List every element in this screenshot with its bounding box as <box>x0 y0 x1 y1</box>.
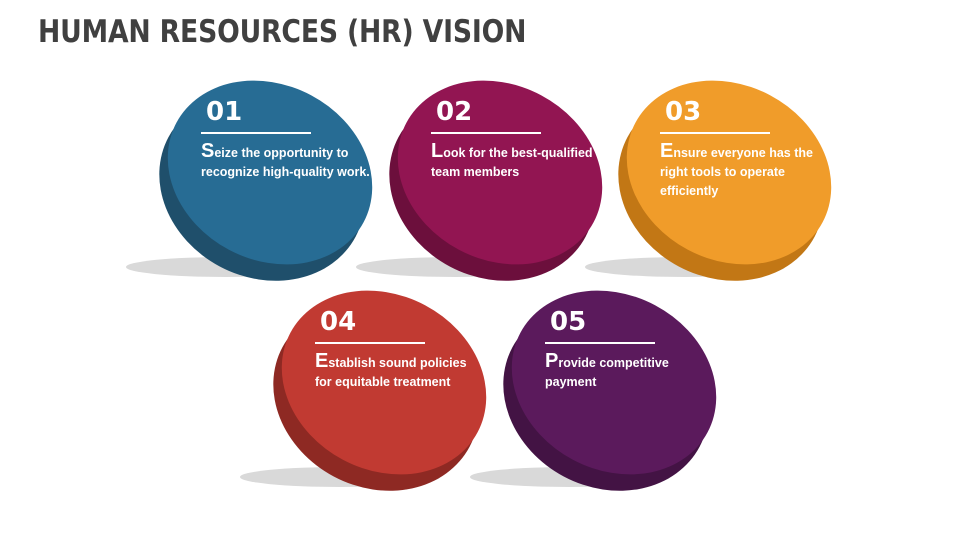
initial-letter: E <box>315 350 329 372</box>
item-number: 05 <box>550 307 587 337</box>
item-text: stablish sound policies for equitable tr… <box>315 356 467 389</box>
divider <box>431 132 541 134</box>
item-text: nsure everyone has the right tools to op… <box>660 146 813 198</box>
initial-letter: E <box>660 140 674 162</box>
item-text: ook for the best-qualified team members <box>431 146 593 179</box>
divider <box>545 342 655 344</box>
item-description: Provide competitive payment <box>545 350 715 392</box>
item-description: Seize the opportunity to recognize high-… <box>201 140 371 182</box>
item-description: Establish sound policies for equitable t… <box>315 350 485 392</box>
vision-item-05: 05 Provide competitive payment <box>470 255 749 527</box>
item-number: 01 <box>206 97 243 127</box>
item-description: Look for the best-qualified team members <box>431 140 601 182</box>
item-number: 04 <box>320 307 357 337</box>
item-text: rovide competitive payment <box>545 356 669 389</box>
initial-letter: P <box>545 350 559 372</box>
item-number: 02 <box>436 97 473 127</box>
item-description: Ensure everyone has the right tools to o… <box>660 140 830 201</box>
vision-item-04: 04 Establish sound policies for equitabl… <box>240 255 519 527</box>
divider <box>660 132 770 134</box>
item-number: 03 <box>665 97 702 127</box>
vision-item-03: 03 Ensure everyone has the right tools t… <box>585 45 864 317</box>
initial-letter: S <box>201 140 215 162</box>
divider <box>315 342 425 344</box>
item-text: eize the opportunity to recognize high-q… <box>201 146 370 179</box>
divider <box>201 132 311 134</box>
vision-item-01: 01 Seize the opportunity to recognize hi… <box>126 45 405 317</box>
vision-item-02: 02 Look for the best-qualified team memb… <box>356 45 635 317</box>
initial-letter: L <box>431 140 444 162</box>
page-title: HUMAN RESOURCES (HR) VISION <box>38 14 527 50</box>
